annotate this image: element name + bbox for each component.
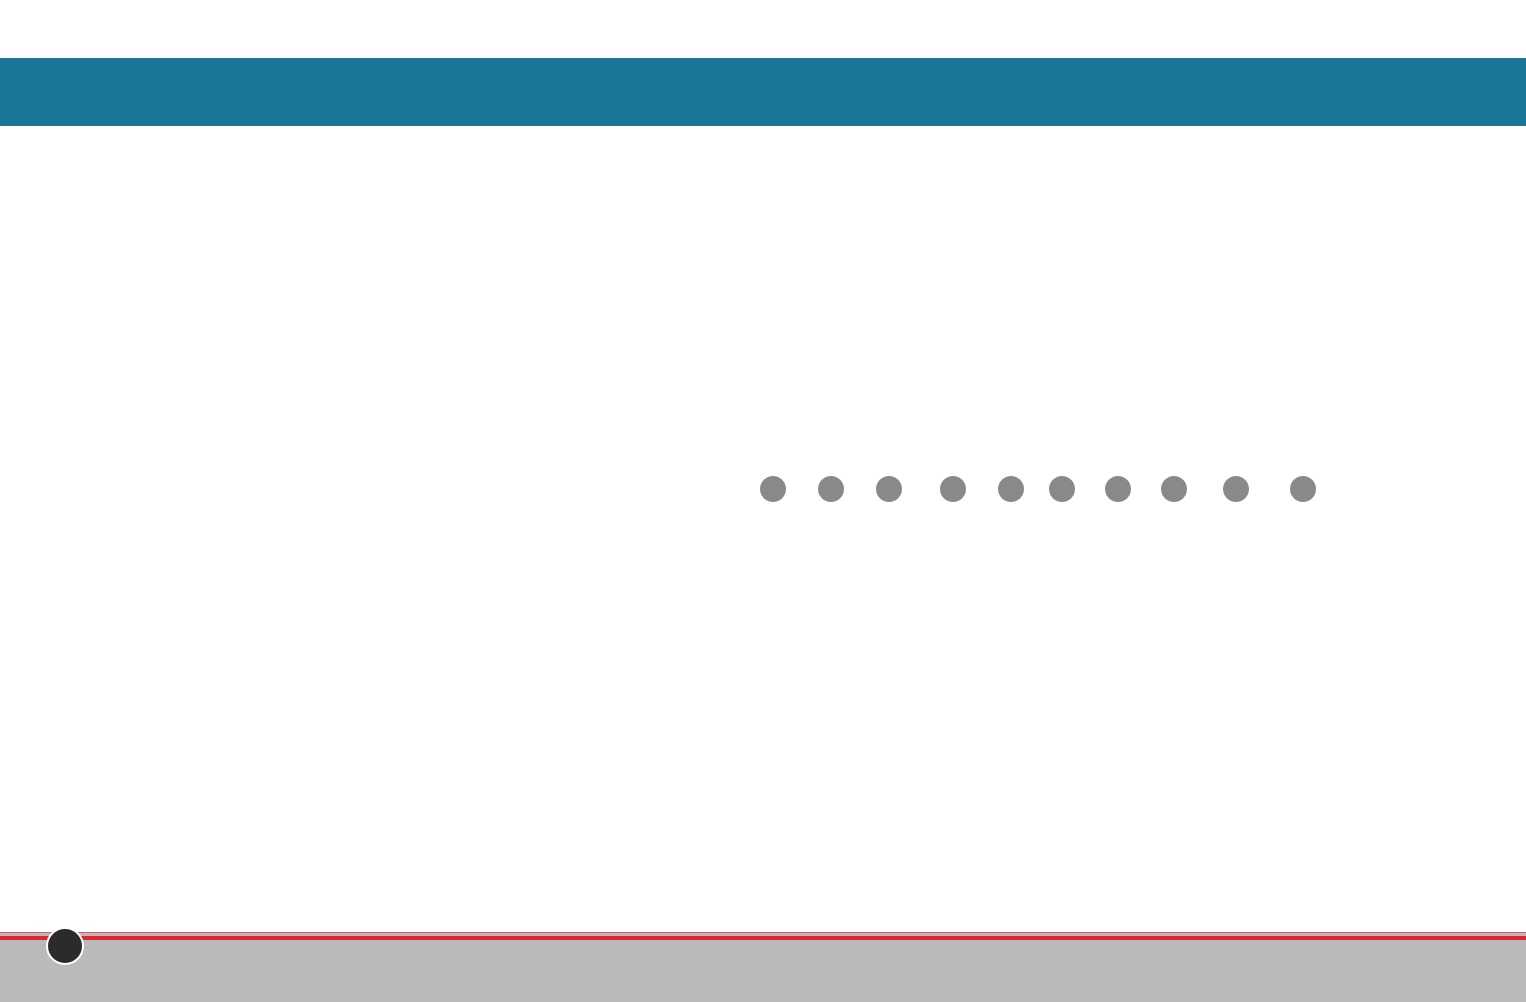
loading-dot-icon [1290, 476, 1316, 502]
loading-dot-icon [760, 476, 786, 502]
loading-dot-icon [1223, 476, 1249, 502]
footer-badge-icon [46, 927, 84, 965]
footer-divider-thin [0, 932, 1526, 933]
loading-dot-icon [998, 476, 1024, 502]
loading-indicator [0, 476, 1526, 502]
footer-bar [0, 932, 1526, 1002]
loading-dot-icon [1049, 476, 1075, 502]
loading-dot-icon [818, 476, 844, 502]
loading-dot-icon [1105, 476, 1131, 502]
footer-divider [0, 936, 1526, 940]
header-band [0, 58, 1526, 126]
loading-dot-icon [1161, 476, 1187, 502]
loading-dot-icon [876, 476, 902, 502]
loading-dot-icon [940, 476, 966, 502]
